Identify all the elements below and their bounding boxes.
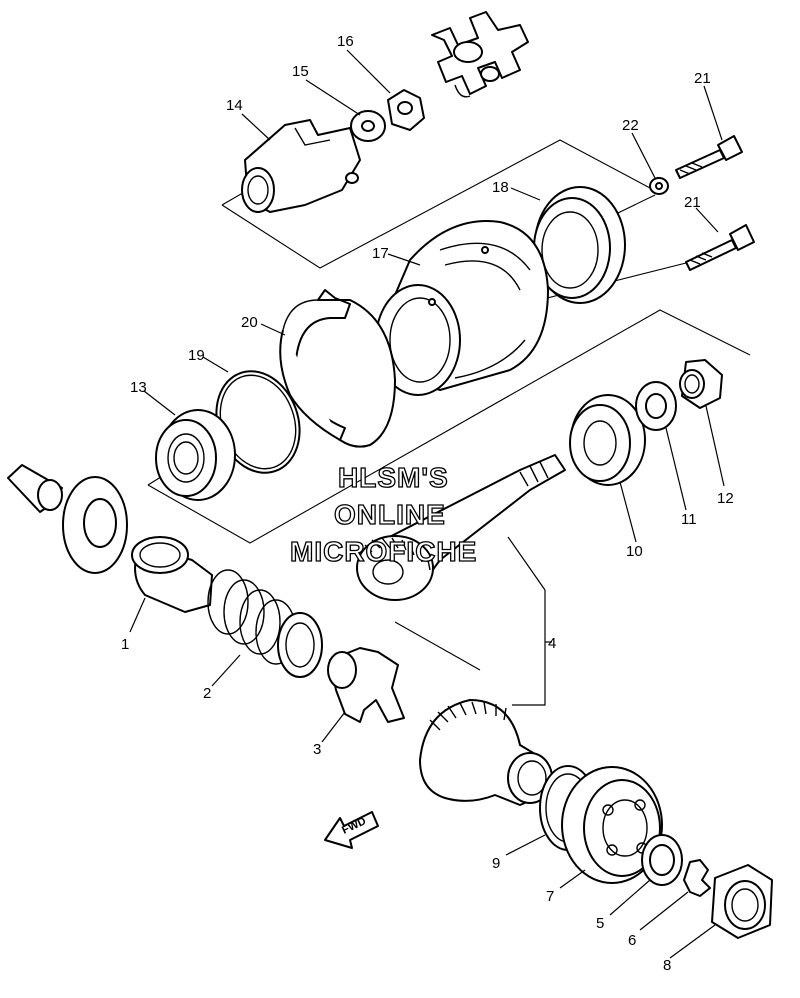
bolt-part-21-upper bbox=[675, 135, 743, 179]
callout-21-lower: 21 bbox=[684, 194, 701, 211]
oil-seal bbox=[62, 476, 128, 574]
bearing-part-7 bbox=[561, 766, 663, 884]
callout-5: 5 bbox=[596, 915, 604, 932]
callout-1: 1 bbox=[121, 636, 129, 653]
callout-4: 4 bbox=[548, 635, 556, 652]
callout-6: 6 bbox=[628, 932, 636, 949]
callout-22: 22 bbox=[622, 117, 639, 134]
sleeve-part-1 bbox=[131, 536, 213, 613]
spring-part-2 bbox=[207, 569, 323, 678]
bevel-gear-part-4 bbox=[419, 699, 556, 806]
callout-13: 13 bbox=[130, 379, 147, 396]
forward-arrow-icon: FWD bbox=[324, 811, 379, 849]
callout-20: 20 bbox=[241, 314, 258, 331]
callout-12: 12 bbox=[717, 490, 734, 507]
nut-part-8 bbox=[711, 864, 773, 939]
race-part-18 bbox=[533, 186, 626, 304]
callout-9: 9 bbox=[492, 855, 500, 872]
bolt-part-21-lower bbox=[685, 224, 755, 271]
watermark-line-3: MICROFICHE bbox=[290, 536, 477, 567]
callout-8: 8 bbox=[663, 957, 671, 974]
callout-3: 3 bbox=[313, 741, 321, 758]
leader-lines bbox=[129, 49, 725, 959]
shim-part-11 bbox=[635, 381, 677, 431]
drive-shaft-end bbox=[7, 464, 63, 513]
nut-part-16 bbox=[387, 89, 425, 131]
callout-15: 15 bbox=[292, 63, 309, 80]
callout-17: 17 bbox=[372, 245, 389, 262]
callout-21-upper: 21 bbox=[694, 70, 711, 87]
universal-joint-cross bbox=[431, 11, 529, 98]
clutch-dog-part-3 bbox=[327, 647, 405, 723]
shim-plate-part-20 bbox=[279, 289, 396, 448]
callout-2: 2 bbox=[203, 685, 211, 702]
watermark-line-2: ONLINE bbox=[334, 499, 446, 530]
housing-part-17 bbox=[375, 220, 549, 396]
washer-part-22 bbox=[649, 177, 669, 195]
callout-18: 18 bbox=[492, 179, 509, 196]
lock-ring-part-6 bbox=[683, 859, 711, 897]
watermark-line-1: HLSM'S bbox=[338, 462, 449, 493]
callout-14: 14 bbox=[226, 97, 243, 114]
callout-10: 10 bbox=[626, 543, 643, 560]
callout-16: 16 bbox=[337, 33, 354, 50]
pinion-shaft-part-4 bbox=[356, 454, 566, 601]
callout-19: 19 bbox=[188, 347, 205, 364]
callout-11: 11 bbox=[681, 511, 697, 528]
callout-7: 7 bbox=[546, 888, 554, 905]
washer-part-15 bbox=[350, 110, 386, 142]
bearing-part-13 bbox=[155, 409, 236, 501]
watermark: HLSM'S ONLINE MICROFICHE bbox=[289, 461, 477, 567]
washer-part-5 bbox=[641, 834, 683, 886]
nut-part-12 bbox=[679, 359, 723, 409]
yoke-part-14 bbox=[241, 119, 361, 213]
callout-labels: 16 15 14 22 21 21 18 17 20 19 13 1 2 3 4… bbox=[121, 33, 734, 974]
bearing-part-10 bbox=[569, 394, 646, 486]
